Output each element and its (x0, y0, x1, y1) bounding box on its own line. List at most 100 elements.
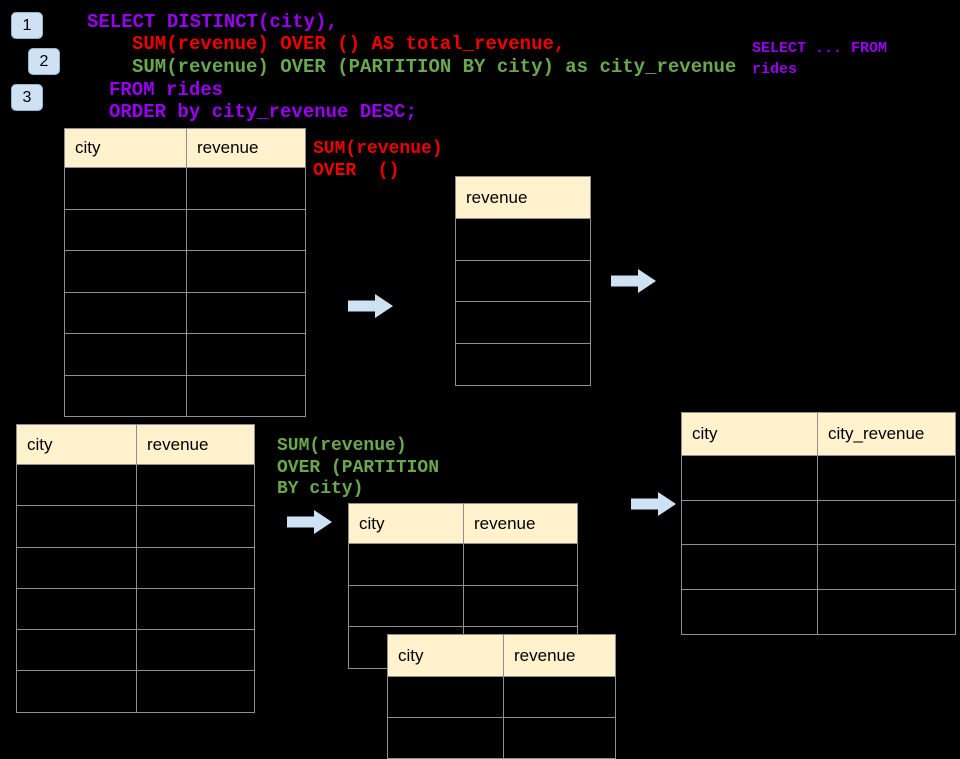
table-cell (186, 374, 306, 417)
table-source-rides-top: city revenue (64, 128, 306, 417)
table-cell (186, 208, 306, 251)
table-header-row: revenue (455, 176, 591, 219)
column-header-city: city (64, 128, 187, 168)
table-header-row: city revenue (387, 634, 616, 677)
table-row (455, 218, 591, 261)
column-header-revenue: revenue (186, 128, 306, 168)
table-cell (186, 333, 306, 376)
column-header-city: city (387, 634, 504, 677)
table-city-revenue-result: city city_revenue (681, 412, 956, 635)
sql-line-total: SUM(revenue) OVER () AS total_revenue, (132, 33, 566, 55)
table-cell (16, 546, 137, 589)
column-header-revenue: revenue (463, 503, 578, 544)
table-row (64, 208, 306, 251)
table-source-rides-bottom: city revenue (16, 424, 255, 713)
table-cell (455, 218, 591, 261)
table-row (681, 455, 956, 501)
table-total-revenue-result: revenue (455, 176, 591, 386)
column-header-revenue: revenue (455, 176, 591, 219)
label-total-window-2: OVER () (313, 161, 400, 181)
table-partition-group-2: city revenue (387, 634, 616, 759)
table-cell (463, 584, 578, 628)
sql-line-from: FROM rides (109, 79, 224, 101)
flow-arrow-icon (611, 268, 657, 294)
table-cell (817, 589, 956, 635)
table-row (681, 589, 956, 635)
table-row (16, 505, 255, 548)
table-cell (503, 717, 616, 759)
table-row (16, 587, 255, 631)
table-cell (64, 208, 187, 251)
table-cell (455, 301, 591, 345)
table-cell (817, 499, 956, 546)
table-cell (387, 717, 504, 759)
table-cell (186, 167, 306, 210)
table-row (387, 717, 616, 759)
table-cell (463, 543, 578, 586)
sql-line-order: ORDER by city_revenue DESC; (109, 101, 417, 123)
table-cell (817, 544, 956, 591)
table-cell (455, 343, 591, 386)
table-cell (16, 463, 137, 507)
table-header-row: city revenue (348, 503, 578, 544)
side-note-select-from: SELECT ... FROM (752, 40, 888, 57)
flow-arrow-icon (348, 293, 394, 319)
table-cell (16, 629, 137, 672)
table-row (681, 544, 956, 591)
step-badge-1: 1 (11, 12, 43, 39)
table-cell (503, 676, 616, 718)
table-cell (64, 291, 187, 334)
table-cell (387, 676, 504, 718)
side-note-rides: rides (752, 61, 798, 78)
column-header-revenue: revenue (136, 424, 255, 465)
sql-line-partition: SUM(revenue) OVER (PARTITION BY city) as… (132, 56, 737, 78)
table-cell (681, 499, 818, 546)
table-cell (16, 670, 137, 713)
table-cell (136, 629, 255, 672)
table-cell (136, 463, 255, 507)
table-cell (681, 589, 818, 635)
table-row (16, 670, 255, 713)
table-cell (455, 259, 591, 303)
table-row (64, 167, 306, 210)
table-cell (64, 250, 187, 293)
column-header-city: city (681, 412, 818, 456)
step-badge-2: 2 (28, 48, 60, 75)
flow-arrow-icon (287, 509, 333, 535)
column-header-revenue: revenue (503, 634, 616, 677)
slide-canvas: { "colors": { "purple": "#9900f0", "red"… (11, 11, 956, 759)
sql-line-select: SELECT DISTINCT(city), (87, 11, 338, 33)
table-row (64, 333, 306, 376)
table-row (16, 463, 255, 507)
table-row (387, 676, 616, 718)
table-cell (136, 505, 255, 548)
table-row (455, 343, 591, 386)
table-cell (136, 546, 255, 589)
table-cell (681, 455, 818, 501)
column-header-city: city (348, 503, 464, 544)
table-cell (136, 587, 255, 631)
label-total-window-1: SUM(revenue) (313, 139, 443, 159)
table-cell (64, 374, 187, 417)
table-cell (64, 167, 187, 210)
column-header-city-revenue: city_revenue (817, 412, 956, 456)
table-cell (817, 455, 956, 501)
table-row (455, 301, 591, 345)
table-row (64, 291, 306, 334)
table-cell (186, 250, 306, 293)
table-header-row: city city_revenue (681, 412, 956, 456)
table-cell (186, 291, 306, 334)
table-cell (136, 670, 255, 713)
table-cell (16, 587, 137, 631)
table-cell (348, 543, 464, 586)
column-header-city: city (16, 424, 137, 465)
table-row (348, 584, 578, 628)
step-badge-3: 3 (11, 84, 43, 111)
table-row (16, 629, 255, 672)
label-partition-window-1: SUM(revenue) (277, 436, 407, 456)
table-cell (348, 584, 464, 628)
table-cell (64, 333, 187, 376)
table-row (348, 543, 578, 586)
table-cell (16, 505, 137, 548)
table-row (16, 546, 255, 589)
